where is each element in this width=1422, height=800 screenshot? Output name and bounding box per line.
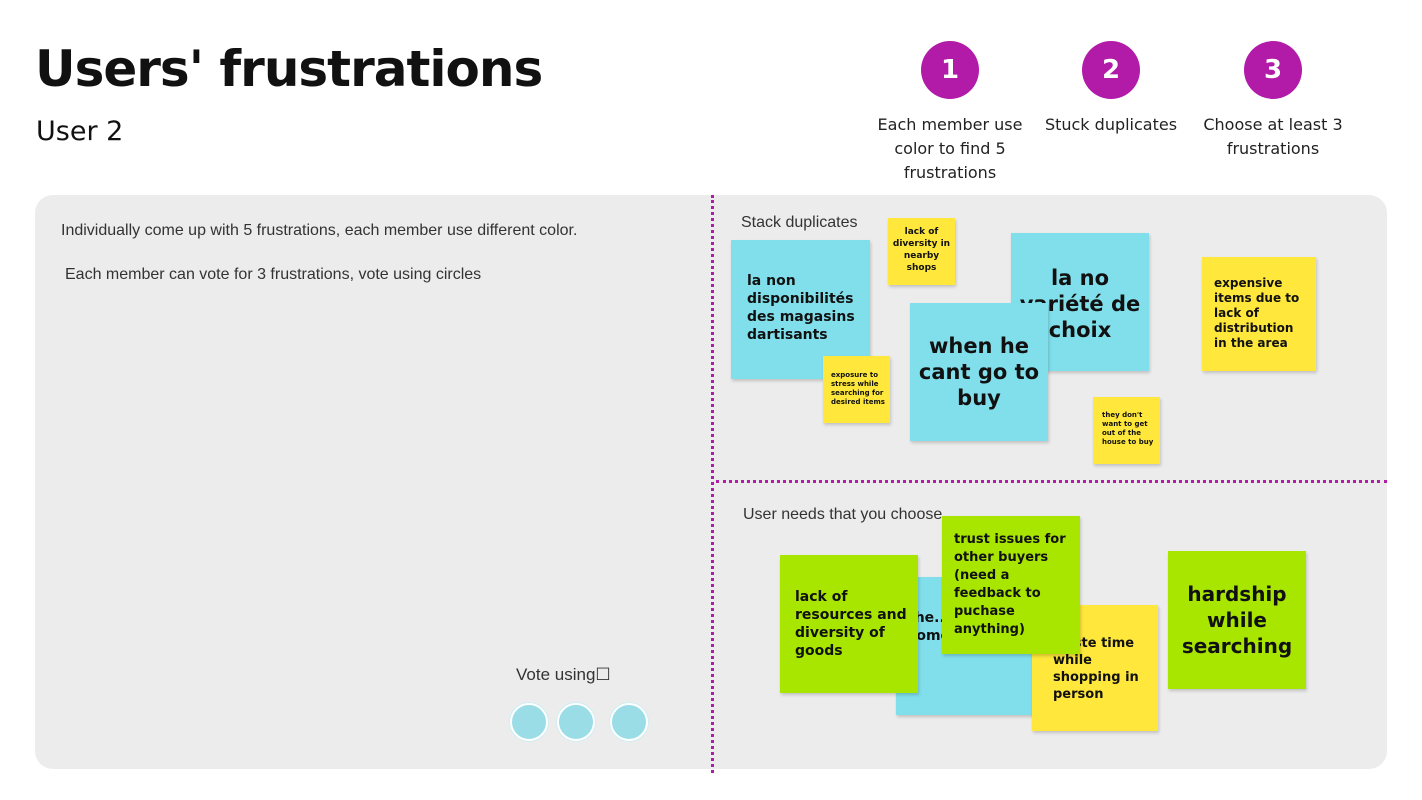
page-subtitle: User 2 xyxy=(36,116,124,147)
vote-circle[interactable] xyxy=(610,703,648,741)
step-number-badge: 2 xyxy=(1082,41,1140,99)
sticky-note[interactable]: expensive items due to lack of distribut… xyxy=(1202,257,1316,371)
instruction-text: Each member can vote for 3 frustrations,… xyxy=(65,266,482,283)
step-text: Stuck duplicates xyxy=(1044,115,1178,134)
section-label-duplicates: Stack duplicates xyxy=(741,214,858,231)
page-title: Users' frustrations xyxy=(35,40,543,98)
step-text: Choose at least 3 frustrations xyxy=(1203,115,1343,158)
horizontal-divider xyxy=(716,480,1387,483)
section-label-needs: User needs that you choose xyxy=(743,506,943,523)
vote-label: Vote using☐ xyxy=(516,665,611,684)
step-text: Each member use color to find 5 frustrat… xyxy=(877,115,1023,182)
sticky-note[interactable]: lack of diversity in nearby shops xyxy=(888,218,955,285)
step-number-badge: 3 xyxy=(1244,41,1302,99)
step-2: 2 Stuck duplicates xyxy=(1036,41,1186,137)
sticky-note[interactable]: exposure to stress while searching for d… xyxy=(823,356,890,423)
vertical-divider xyxy=(711,195,714,773)
sticky-note[interactable]: lack of resources and diversity of goods xyxy=(780,555,918,693)
step-3: 3 Choose at least 3 frustrations xyxy=(1198,41,1348,161)
step-1: 1 Each member use color to find 5 frustr… xyxy=(875,41,1025,185)
sticky-note[interactable]: trust issues for other buyers (need a fe… xyxy=(942,516,1080,654)
step-number-badge: 1 xyxy=(921,41,979,99)
sticky-note[interactable]: hardship while searching xyxy=(1168,551,1306,689)
sticky-note[interactable]: they don't want to get out of the house … xyxy=(1093,397,1160,464)
sticky-note[interactable]: when he cant go to buy xyxy=(910,303,1048,441)
sticky-note[interactable]: la non disponibilités des magasins darti… xyxy=(731,240,870,379)
instruction-text: Individually come up with 5 frustrations… xyxy=(61,222,578,239)
vote-circle[interactable] xyxy=(557,703,595,741)
vote-circle[interactable] xyxy=(510,703,548,741)
